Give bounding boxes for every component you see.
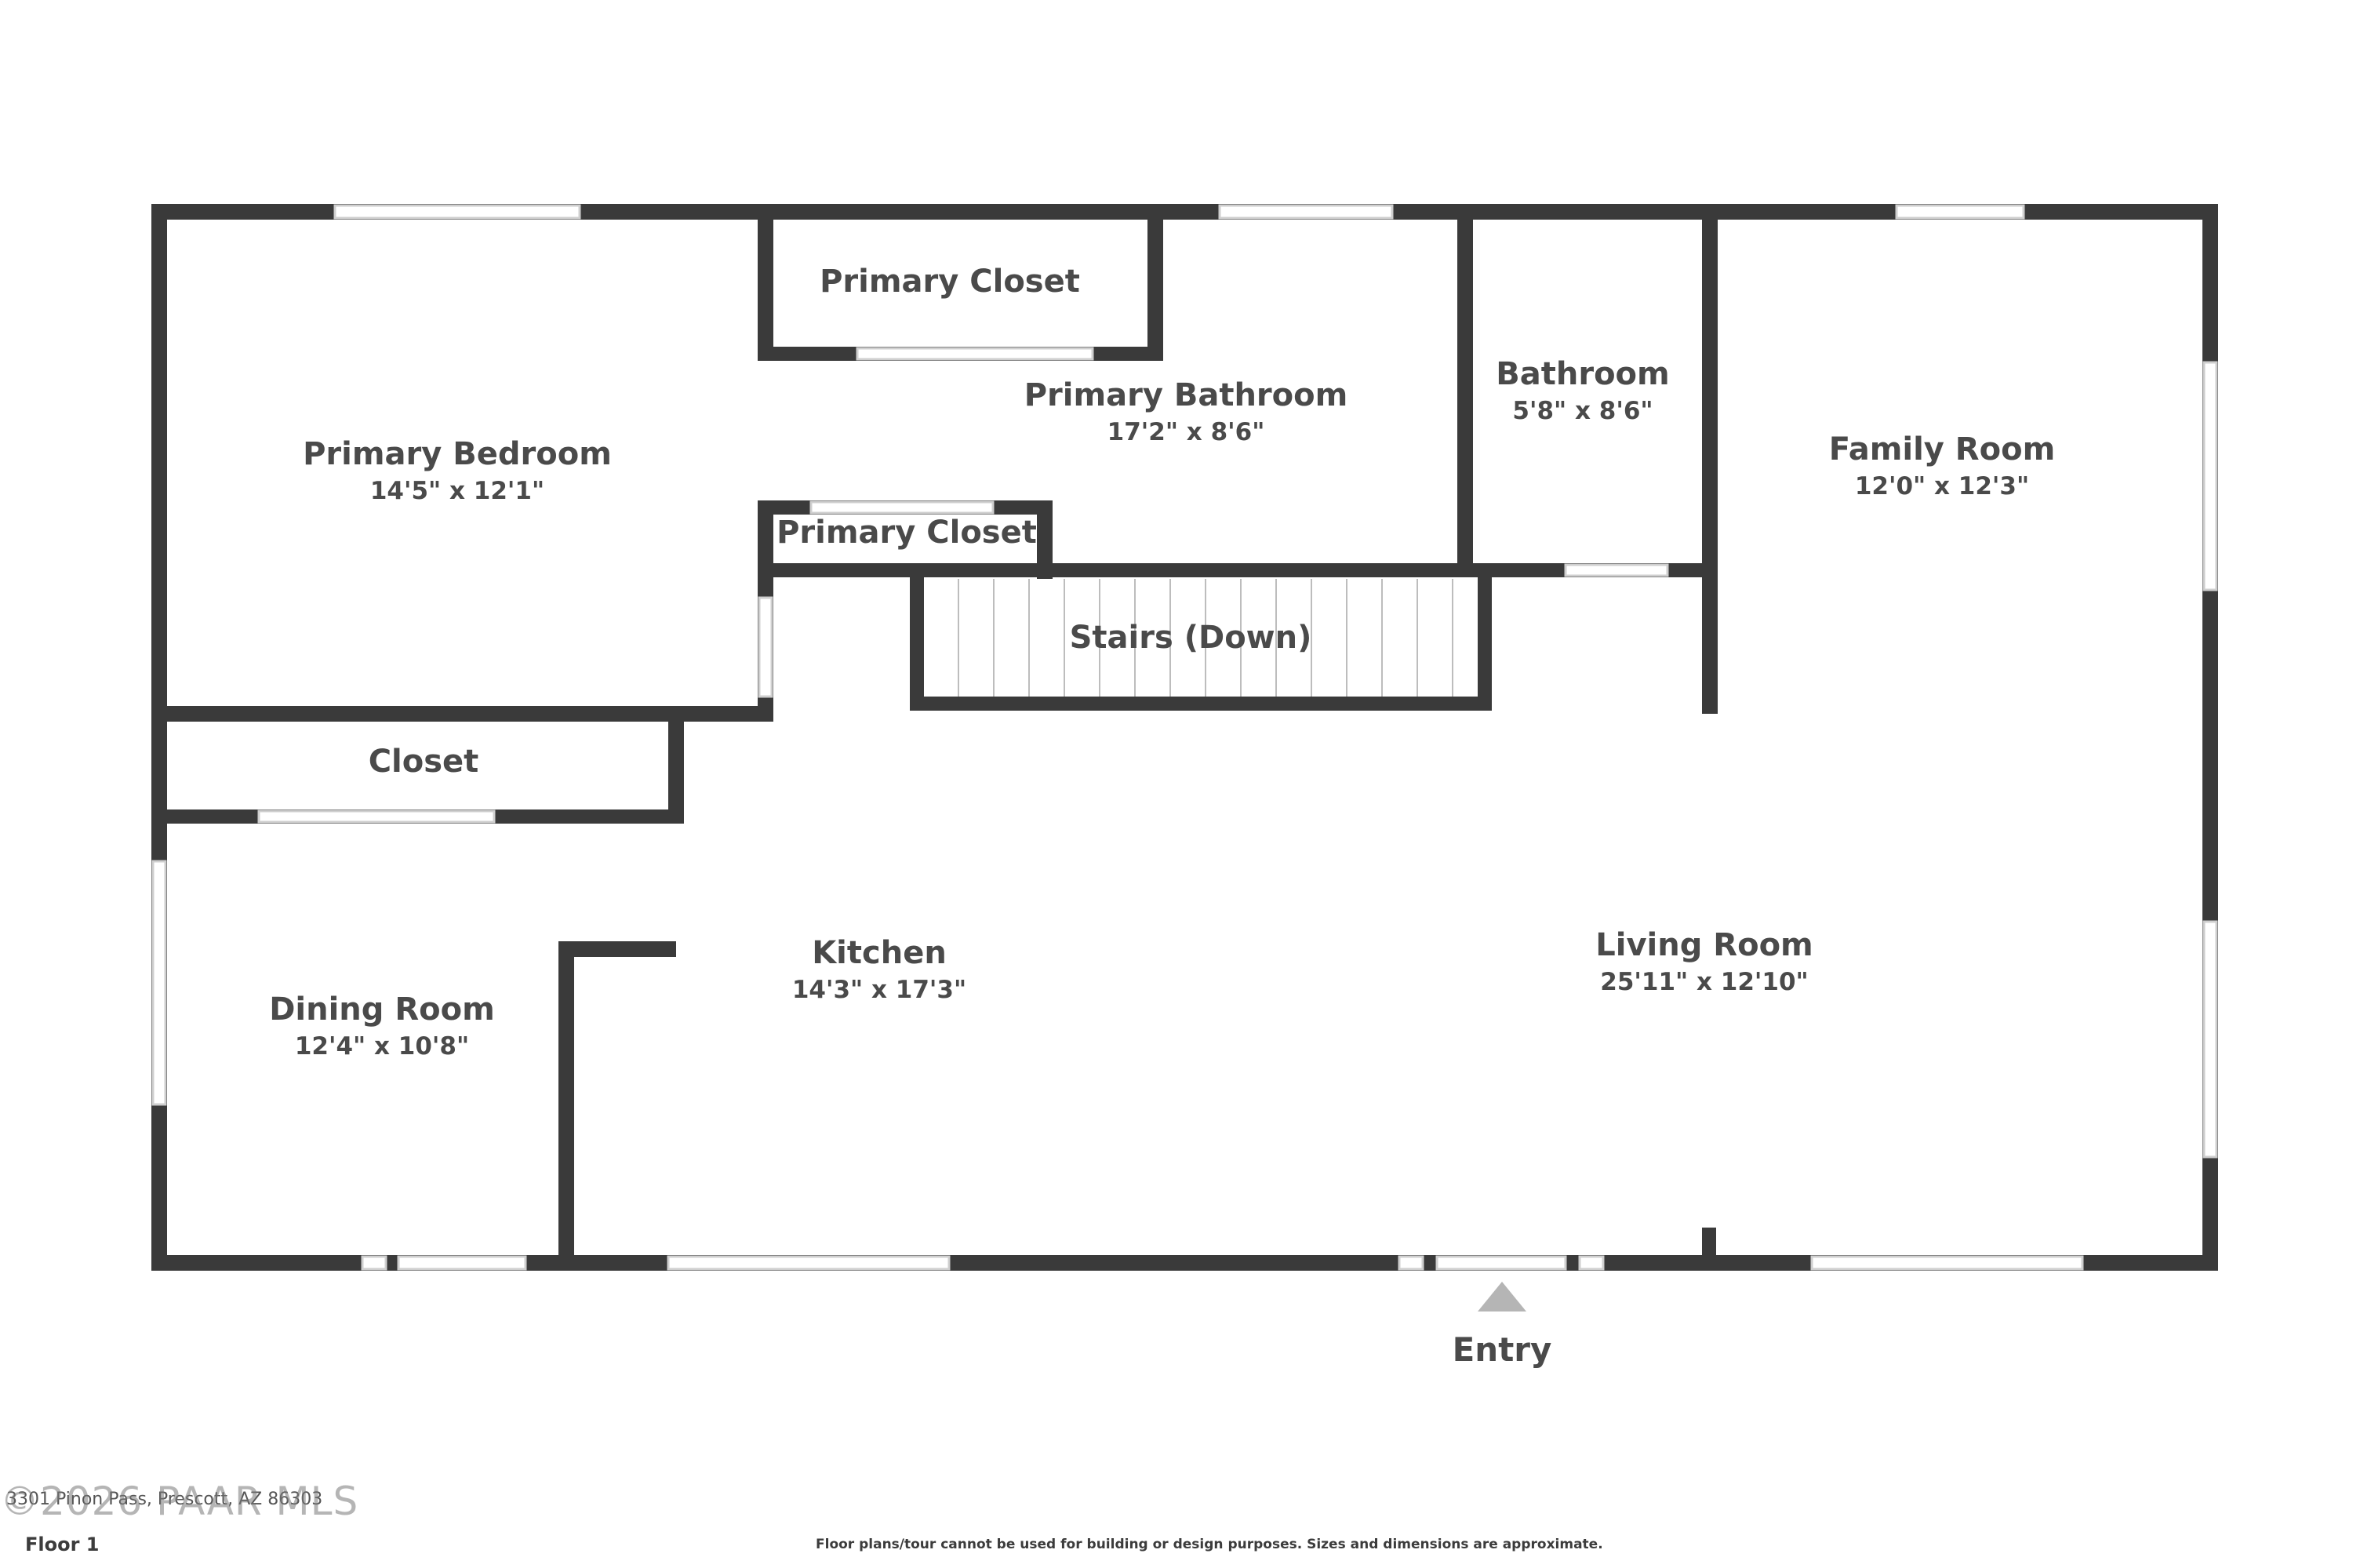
room-dim-bathroom: 5'8" x 8'6"	[1512, 397, 1653, 425]
window	[856, 347, 1094, 361]
primary-bath-bottom-wall	[758, 563, 1473, 577]
window	[361, 1255, 387, 1271]
room-dim-living-room: 25'11" x 12'10"	[1600, 968, 1808, 996]
closet-top-right-wall	[1147, 220, 1163, 361]
window	[2202, 361, 2218, 591]
window	[1398, 1255, 1424, 1271]
bathroom-right-wall	[1702, 220, 1718, 714]
kitchen-wall-vertical	[558, 941, 574, 1271]
room-name-bathroom: Bathroom	[1496, 356, 1669, 392]
bathroom-left-wall	[1457, 220, 1473, 577]
room-dim-dining-room: 12'4" x 10'8"	[295, 1032, 469, 1060]
window	[1435, 1255, 1567, 1271]
window	[1564, 563, 1669, 577]
room-name-primary-closet-mid: Primary Closet	[776, 515, 1037, 551]
room-name-closet: Closet	[369, 744, 479, 780]
entry-label: Entry	[1453, 1330, 1552, 1369]
window	[667, 1255, 951, 1271]
window	[257, 809, 496, 824]
window	[1810, 1255, 2084, 1271]
window	[2202, 920, 2218, 1159]
room-name-stairs: Stairs (Down)	[1070, 620, 1312, 656]
stairs-left-wall	[910, 563, 924, 711]
room-name-dining-room: Dining Room	[269, 991, 495, 1028]
outer-wall-left	[151, 204, 167, 1271]
room-name-kitchen: Kitchen	[812, 935, 947, 971]
closet-mid-right-wall	[1037, 500, 1053, 579]
room-name-primary-bedroom: Primary Bedroom	[303, 436, 612, 472]
room-name-primary-closet-top: Primary Closet	[820, 264, 1080, 300]
room-name-living-room: Living Room	[1595, 927, 1813, 963]
floor-label: Floor 1	[25, 1533, 100, 1555]
window	[1218, 204, 1394, 220]
kitchen-wall-horizontal	[558, 941, 676, 957]
bedroom-bottom-wall	[151, 706, 773, 722]
closet-top-left-wall	[758, 220, 773, 361]
windows	[151, 204, 2218, 1271]
stair-treads	[958, 579, 1453, 697]
room-dim-primary-bathroom: 17'2" x 8'6"	[1107, 418, 1265, 446]
window	[151, 860, 167, 1106]
room-name-primary-bathroom: Primary Bathroom	[1024, 377, 1348, 413]
address-line: 3301 Pinon Pass, Prescott, AZ 86303	[6, 1490, 323, 1509]
window	[1578, 1255, 1605, 1271]
closet-right-wall	[668, 706, 684, 824]
entry-arrow-icon	[1478, 1282, 1526, 1312]
room-dim-primary-bedroom: 14'5" x 12'1"	[370, 477, 544, 505]
window	[1895, 204, 2025, 220]
disclaimer: Floor plans/tour cannot be used for buil…	[816, 1537, 1603, 1552]
walls	[151, 204, 2218, 1271]
stairs-bottom-wall	[910, 697, 1492, 711]
living-stub-wall	[1702, 1228, 1716, 1259]
stairs-right-wall	[1478, 563, 1492, 711]
window	[397, 1255, 527, 1271]
window	[758, 596, 773, 698]
outer-wall-top	[151, 204, 2218, 220]
window	[333, 204, 581, 220]
room-dim-kitchen: 14'3" x 17'3"	[792, 976, 966, 1004]
window	[809, 500, 995, 515]
room-dim-family-room: 12'0" x 12'3"	[1855, 472, 2029, 500]
watermark: ©2026 PAAR MLS	[0, 1479, 359, 1524]
room-name-family-room: Family Room	[1829, 431, 2056, 467]
